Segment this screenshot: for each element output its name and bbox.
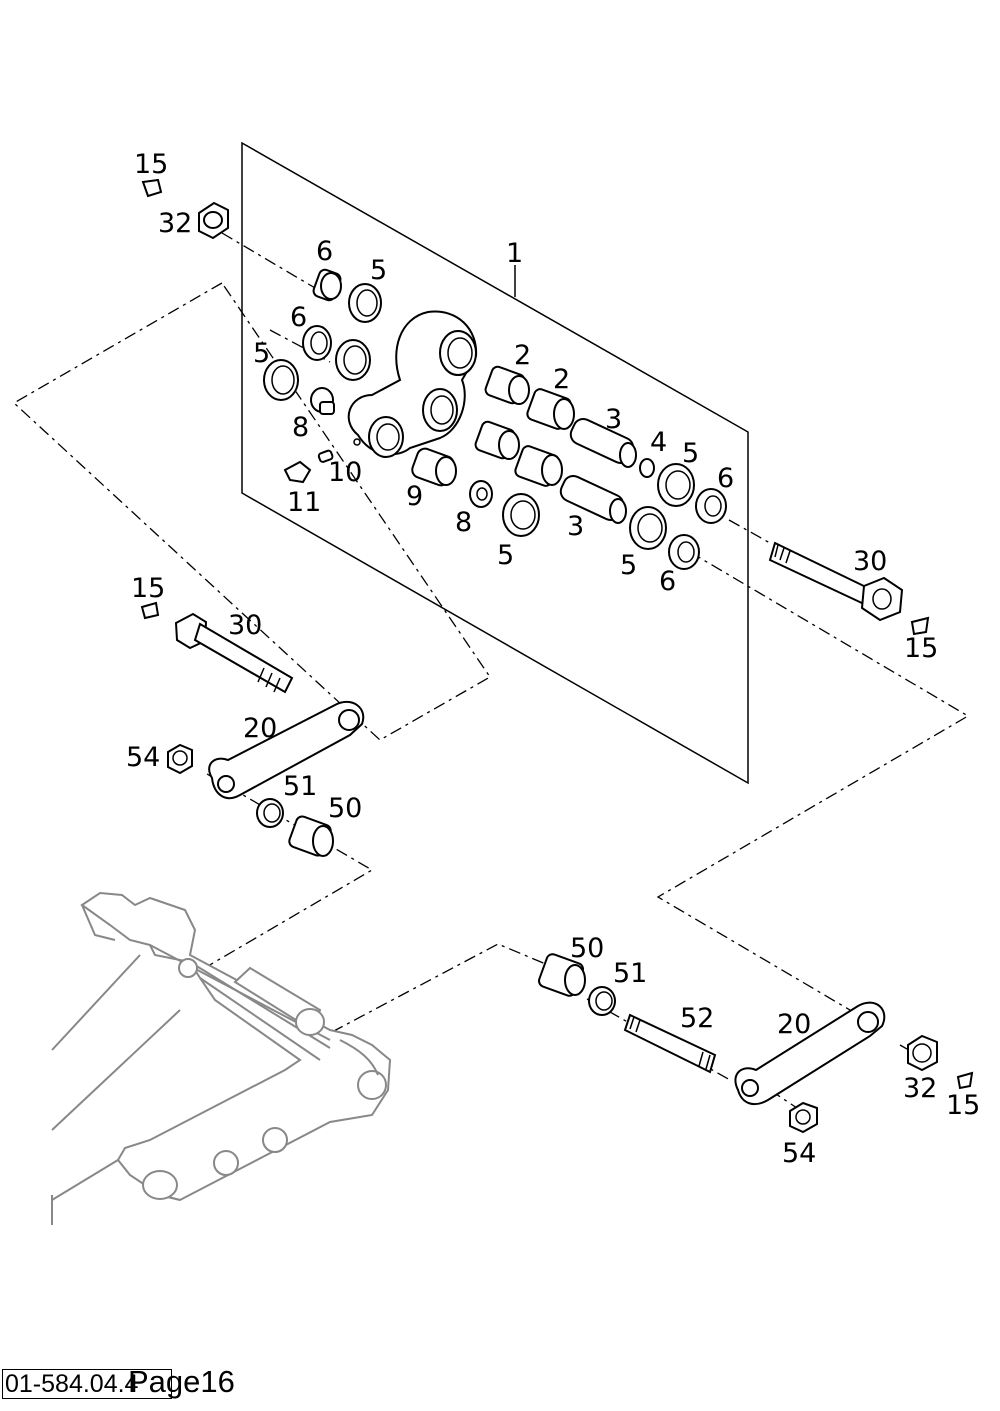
clip-11 — [283, 460, 312, 484]
callout-10: 10 — [328, 457, 362, 488]
bushing-6-b — [302, 325, 332, 361]
callout-5: 5 — [370, 255, 387, 286]
construction-lines — [12, 232, 970, 1111]
callout-3: 3 — [605, 404, 622, 435]
nut-32-top — [198, 201, 229, 240]
callout-2: 2 — [553, 364, 570, 395]
linkage-lever-body — [347, 310, 478, 458]
needle-bearing-c — [474, 420, 520, 460]
plug-15-bottom — [956, 1071, 974, 1090]
callout-11: 11 — [287, 487, 321, 518]
sleeve-3-b — [559, 474, 627, 524]
callout-labels: 15 32 1 6 5 6 5 8 10 11 9 8 2 2 3 4 5 6 … — [126, 149, 980, 1169]
sleeve-3-a — [569, 417, 637, 468]
callout-51: 51 — [613, 958, 647, 989]
callout-30: 30 — [228, 610, 262, 641]
callout-50: 50 — [328, 793, 362, 824]
nut-32-right — [907, 1034, 938, 1072]
nut-54-left — [167, 743, 193, 775]
needle-bearing-d — [514, 445, 563, 487]
link-rod-20-left — [208, 700, 365, 800]
callout-5: 5 — [497, 540, 514, 571]
seal-5-a — [348, 283, 382, 323]
bearing-9 — [411, 447, 457, 487]
callout-50: 50 — [570, 933, 604, 964]
callout-1: 1 — [506, 238, 523, 269]
o-ring-4 — [639, 458, 655, 478]
callout-15: 15 — [134, 149, 168, 180]
callout-5: 5 — [682, 438, 699, 469]
callout-6: 6 — [290, 302, 307, 333]
seal-5-f — [502, 493, 540, 537]
grease-nipple-8-b — [469, 480, 493, 508]
callout-4: 4 — [650, 427, 667, 458]
callout-3: 3 — [567, 511, 584, 542]
plug-15-left — [140, 601, 160, 620]
plug-15-right — [910, 616, 930, 636]
pin-52 — [623, 1013, 717, 1074]
callout-6: 6 — [659, 566, 676, 597]
seal-5-c — [263, 359, 299, 401]
callout-52: 52 — [680, 1003, 714, 1034]
bushing-6-d — [668, 534, 700, 570]
needle-bearing-2-b — [526, 388, 575, 430]
bolt-30-right — [768, 541, 904, 622]
callout-15: 15 — [904, 633, 938, 664]
screw-10 — [317, 449, 334, 463]
needle-bearing-2-a — [484, 365, 530, 405]
seal-51-left — [256, 798, 284, 828]
seal-51-right — [588, 986, 616, 1016]
callout-6: 6 — [717, 463, 734, 494]
nut-54-right — [789, 1101, 818, 1134]
callout-51: 51 — [283, 771, 317, 802]
callout-5: 5 — [253, 338, 270, 369]
callout-20: 20 — [777, 1009, 811, 1040]
callout-32: 32 — [903, 1073, 937, 1104]
callout-32: 32 — [158, 208, 192, 239]
callout-2: 2 — [514, 340, 531, 371]
callout-15: 15 — [131, 573, 165, 604]
page-label: Page16 — [128, 1364, 235, 1399]
callout-9: 9 — [406, 481, 423, 512]
callout-30: 30 — [853, 546, 887, 577]
callout-8: 8 — [292, 412, 309, 443]
seal-5-d — [657, 463, 695, 507]
bushing-6-a — [312, 268, 342, 302]
callout-5: 5 — [620, 550, 637, 581]
document-code: 01-584.04.4 — [2, 1369, 172, 1399]
bushing-6-c — [695, 488, 727, 524]
callout-54: 54 — [782, 1138, 816, 1169]
callout-15: 15 — [946, 1090, 980, 1121]
callout-6: 6 — [316, 236, 333, 267]
plug-15-top — [141, 178, 163, 198]
grease-nipple-8-a — [310, 387, 335, 415]
bearing-50-right — [538, 953, 586, 997]
callout-54: 54 — [126, 742, 160, 773]
bearing-50-left — [288, 815, 334, 857]
assembly-frame — [241, 141, 749, 785]
swingarm-frame — [51, 891, 392, 1225]
bolt-30-left — [174, 612, 294, 694]
seal-5-b — [335, 339, 371, 381]
link-rod-20-right — [734, 1001, 886, 1106]
seal-5-e — [629, 506, 667, 550]
callout-20: 20 — [243, 713, 277, 744]
callout-8: 8 — [455, 507, 472, 538]
